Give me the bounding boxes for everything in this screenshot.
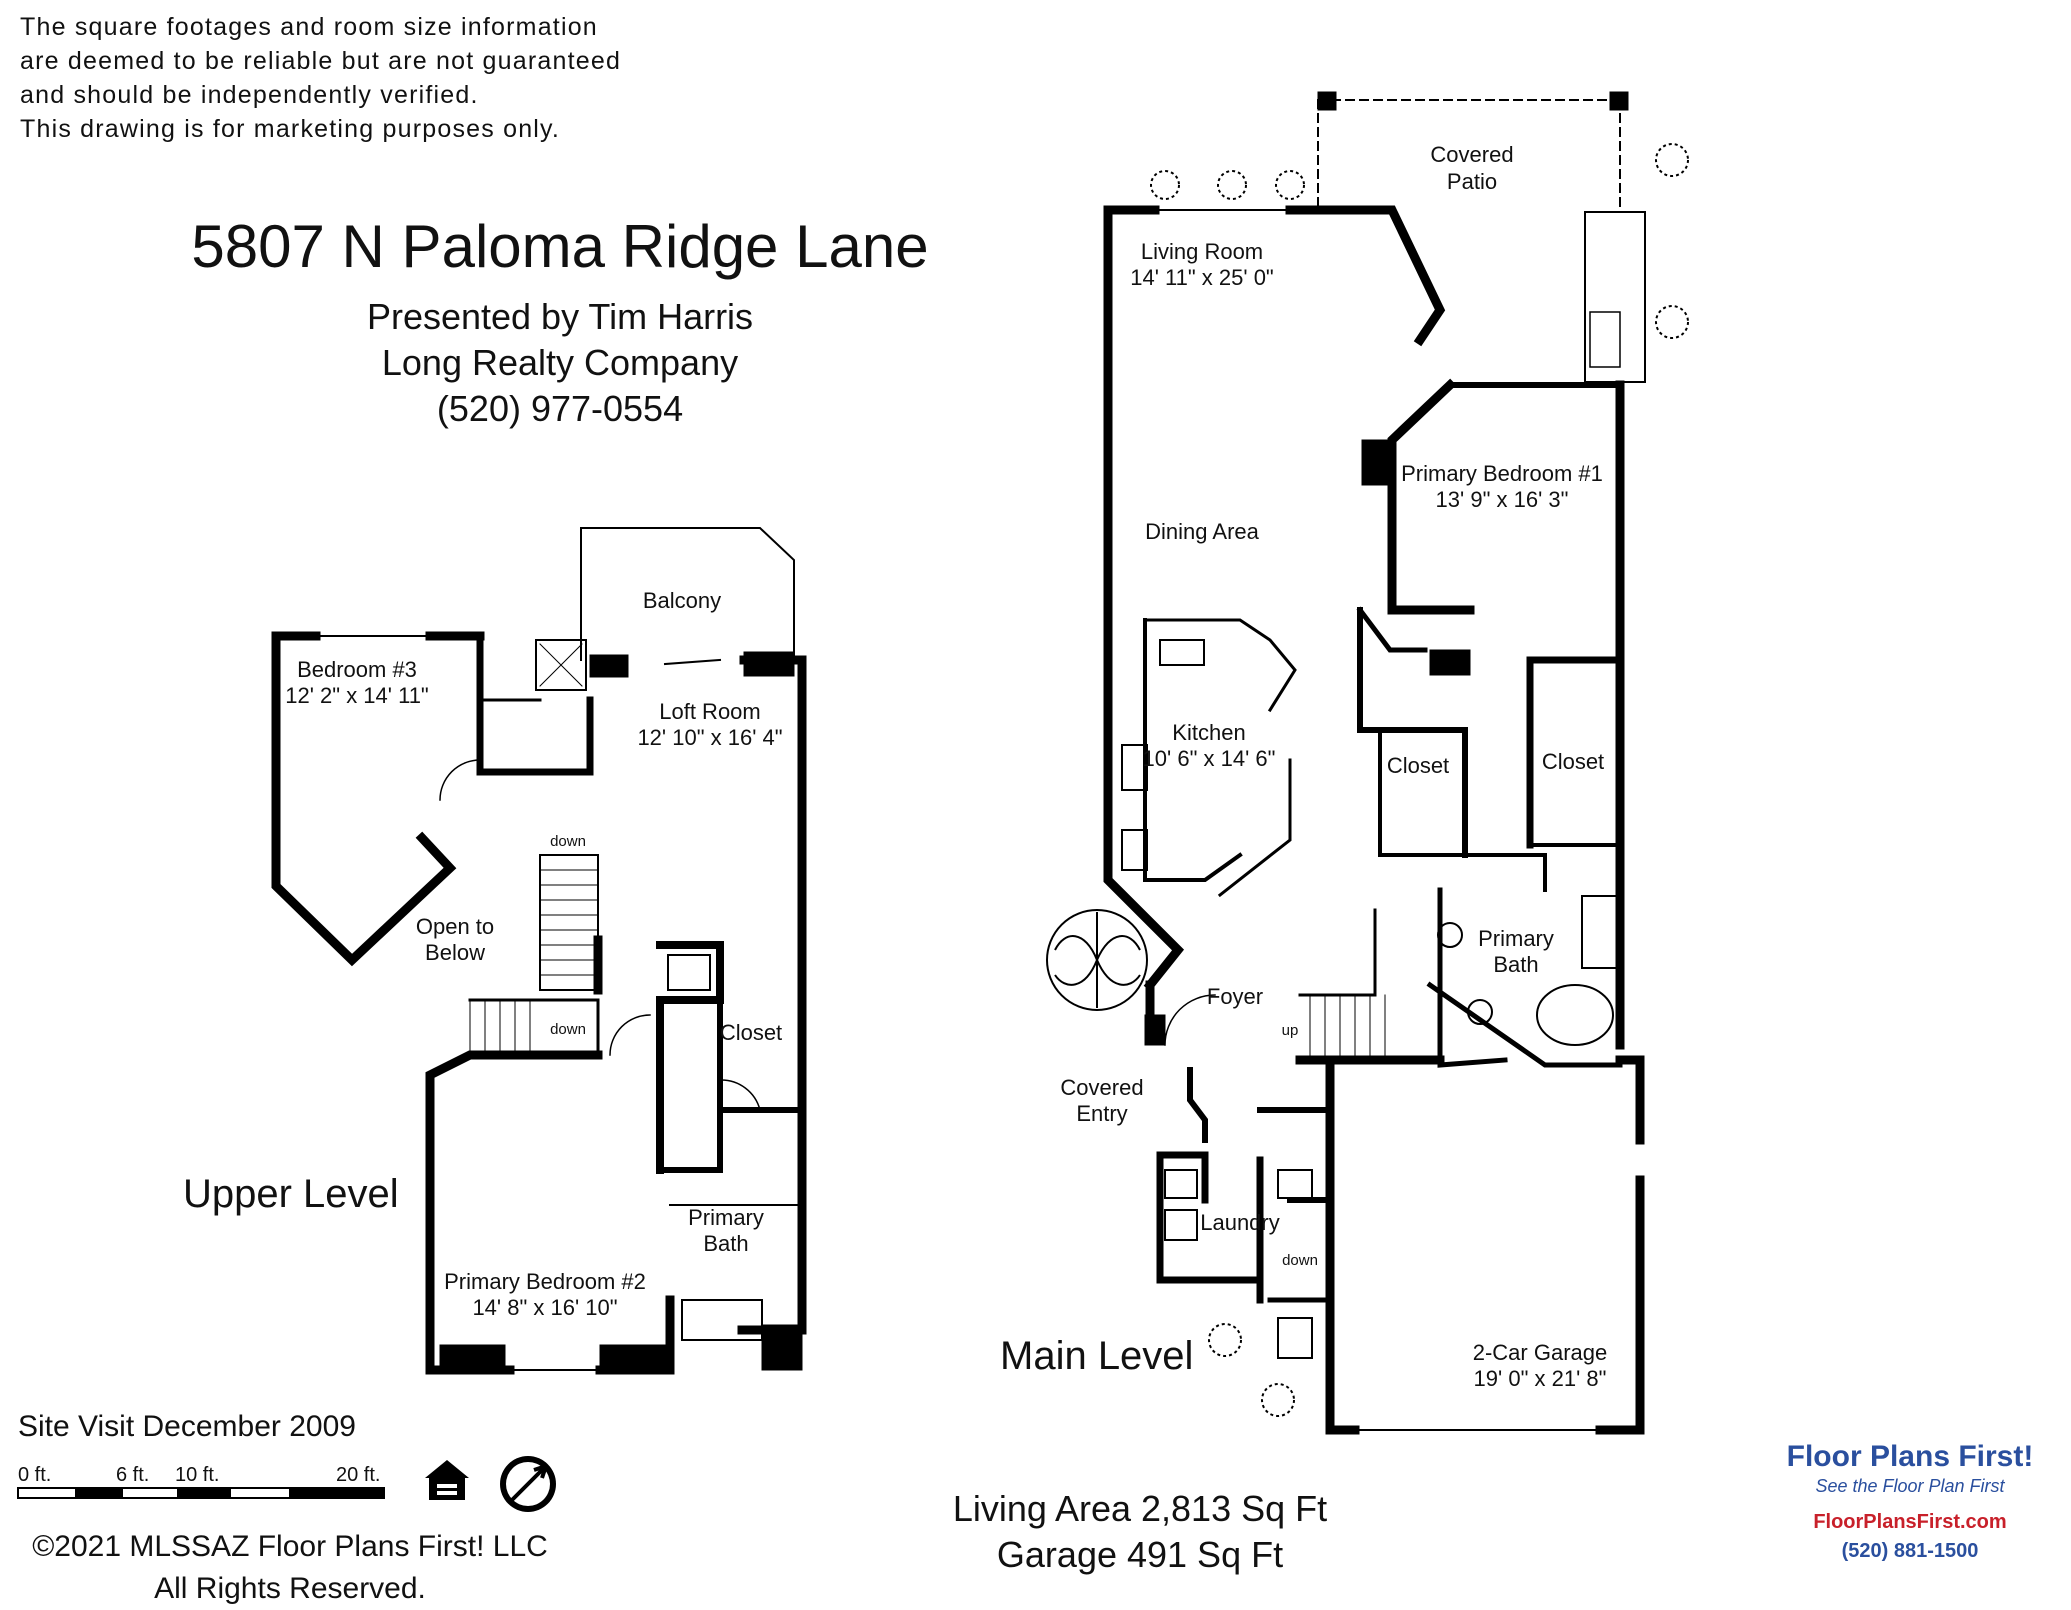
label-garage-size: 19' 0" x 21' 8" — [1474, 1366, 1607, 1391]
label-upper-bath: Primary — [688, 1205, 764, 1230]
label-bedroom3: Bedroom #3 — [297, 657, 417, 682]
label-patio-2: Patio — [1447, 169, 1497, 194]
label-dining: Dining Area — [1145, 519, 1260, 544]
copyright-line: All Rights Reserved. — [154, 1572, 426, 1605]
label-patio: Covered — [1430, 142, 1513, 167]
bedroom3-walls — [271, 631, 457, 967]
label-garage: 2-Car Garage — [1473, 1340, 1608, 1365]
label-closet-a: Closet — [1387, 753, 1449, 778]
disclaimer: The square footages and room size inform… — [20, 10, 621, 146]
label-loft: Loft Room — [659, 699, 761, 724]
area-summary: Living Area 2,813 Sq Ft Garage 491 Sq Ft — [900, 1486, 1380, 1578]
upper-stair — [469, 869, 599, 1051]
scale-label: 20 ft. — [336, 1464, 380, 1486]
disclaimer-line: are deemed to be reliable but are not gu… — [20, 47, 622, 75]
label-down-3: down — [1282, 1252, 1318, 1269]
label-down-2: down — [550, 1021, 586, 1038]
main-stair — [1309, 994, 1386, 1061]
label-foyer: Foyer — [1207, 984, 1263, 1009]
label-loft-size: 12' 10" x 16' 4" — [637, 725, 782, 750]
primary-bedroom1-walls — [1387, 378, 1475, 615]
label-down-1: down — [550, 833, 586, 850]
garage-walls — [1325, 1060, 1360, 1435]
brand-logo: Floor Plans First! — [1786, 1440, 2034, 1473]
brand-phone: (520) 881-1500 — [1841, 1540, 1979, 1562]
agent-phone: (520) 977-0554 — [436, 388, 684, 429]
site-visit: Site Visit December 2009 — [18, 1410, 356, 1443]
label-kitchen: Kitchen — [1172, 720, 1245, 745]
balcony-outline — [580, 527, 795, 661]
label-balcony: Balcony — [643, 588, 721, 613]
label-kitchen-size: 10' 6" x 14' 6" — [1143, 746, 1276, 771]
living-area: Living Area 2,813 Sq Ft — [952, 1488, 1328, 1529]
label-open-below: Open to — [416, 914, 494, 939]
property-address: 5807 N Paloma Ridge Lane — [191, 213, 929, 280]
disclaimer-line: This drawing is for marketing purposes o… — [20, 115, 561, 143]
label-primary-bed1: Primary Bedroom #1 — [1401, 461, 1603, 486]
label-living-size: 14' 11" x 25' 0" — [1130, 265, 1273, 290]
upper-level-label: Upper Level — [183, 1172, 399, 1216]
label-primary-bed2-size: 14' 8" x 16' 10" — [472, 1295, 617, 1320]
main-level-label: Main Level — [1000, 1334, 1194, 1378]
label-living: Living Room — [1141, 239, 1263, 264]
label-up: up — [1282, 1022, 1299, 1039]
copyright-line: ©2021 MLSSAZ Floor Plans First! LLC — [32, 1530, 548, 1563]
label-open-below-2: Below — [425, 940, 485, 965]
label-main-bath: Primary — [1478, 926, 1554, 951]
label-covered-entry: Covered — [1060, 1075, 1143, 1100]
presenter-block: Presented by Tim Harris Long Realty Comp… — [220, 294, 900, 432]
equal-housing-icon — [425, 1460, 469, 1500]
company-name: Long Realty Company — [381, 342, 739, 383]
garage-area: Garage 491 Sq Ft — [996, 1534, 1284, 1575]
label-upper-closet: Closet — [720, 1020, 782, 1045]
label-primary-bed1-size: 13' 9" x 16' 3" — [1436, 487, 1569, 512]
living-dining-west-wall — [1103, 205, 1185, 992]
scale-label: 0 ft. — [18, 1464, 51, 1486]
label-primary-bed2: Primary Bedroom #2 — [444, 1269, 646, 1294]
scale-bar: 0 ft. 6 ft. 10 ft. 20 ft. — [17, 1464, 385, 1499]
brand-block: Floor Plans First! See the Floor Plan Fi… — [1760, 1440, 2060, 1563]
label-upper-bath-2: Bath — [703, 1231, 748, 1256]
disclaimer-line: and should be independently verified. — [20, 81, 479, 109]
copyright: ©2021 MLSSAZ Floor Plans First! LLC All … — [0, 1526, 580, 1610]
shrubs — [1150, 143, 1689, 1417]
primary-bedroom2-walls — [425, 1050, 603, 1375]
north-arrow-icon — [500, 1456, 556, 1512]
brand-website[interactable]: FloorPlansFirst.com — [1813, 1511, 2007, 1533]
label-laundry: Laundry — [1200, 1210, 1280, 1235]
scale-label: 10 ft. — [175, 1464, 219, 1486]
label-covered-entry-2: Entry — [1076, 1101, 1127, 1126]
brand-tagline: See the Floor Plan First — [1815, 1476, 2005, 1496]
label-bedroom3-size: 12' 2" x 14' 11" — [285, 683, 428, 708]
disclaimer-line: The square footages and room size inform… — [20, 13, 598, 41]
scale-label: 6 ft. — [116, 1464, 149, 1486]
label-main-bath-2: Bath — [1493, 952, 1538, 977]
tree-symbol — [1046, 909, 1148, 1011]
presented-by: Presented by Tim Harris — [366, 296, 754, 337]
label-closet-b: Closet — [1542, 749, 1604, 774]
